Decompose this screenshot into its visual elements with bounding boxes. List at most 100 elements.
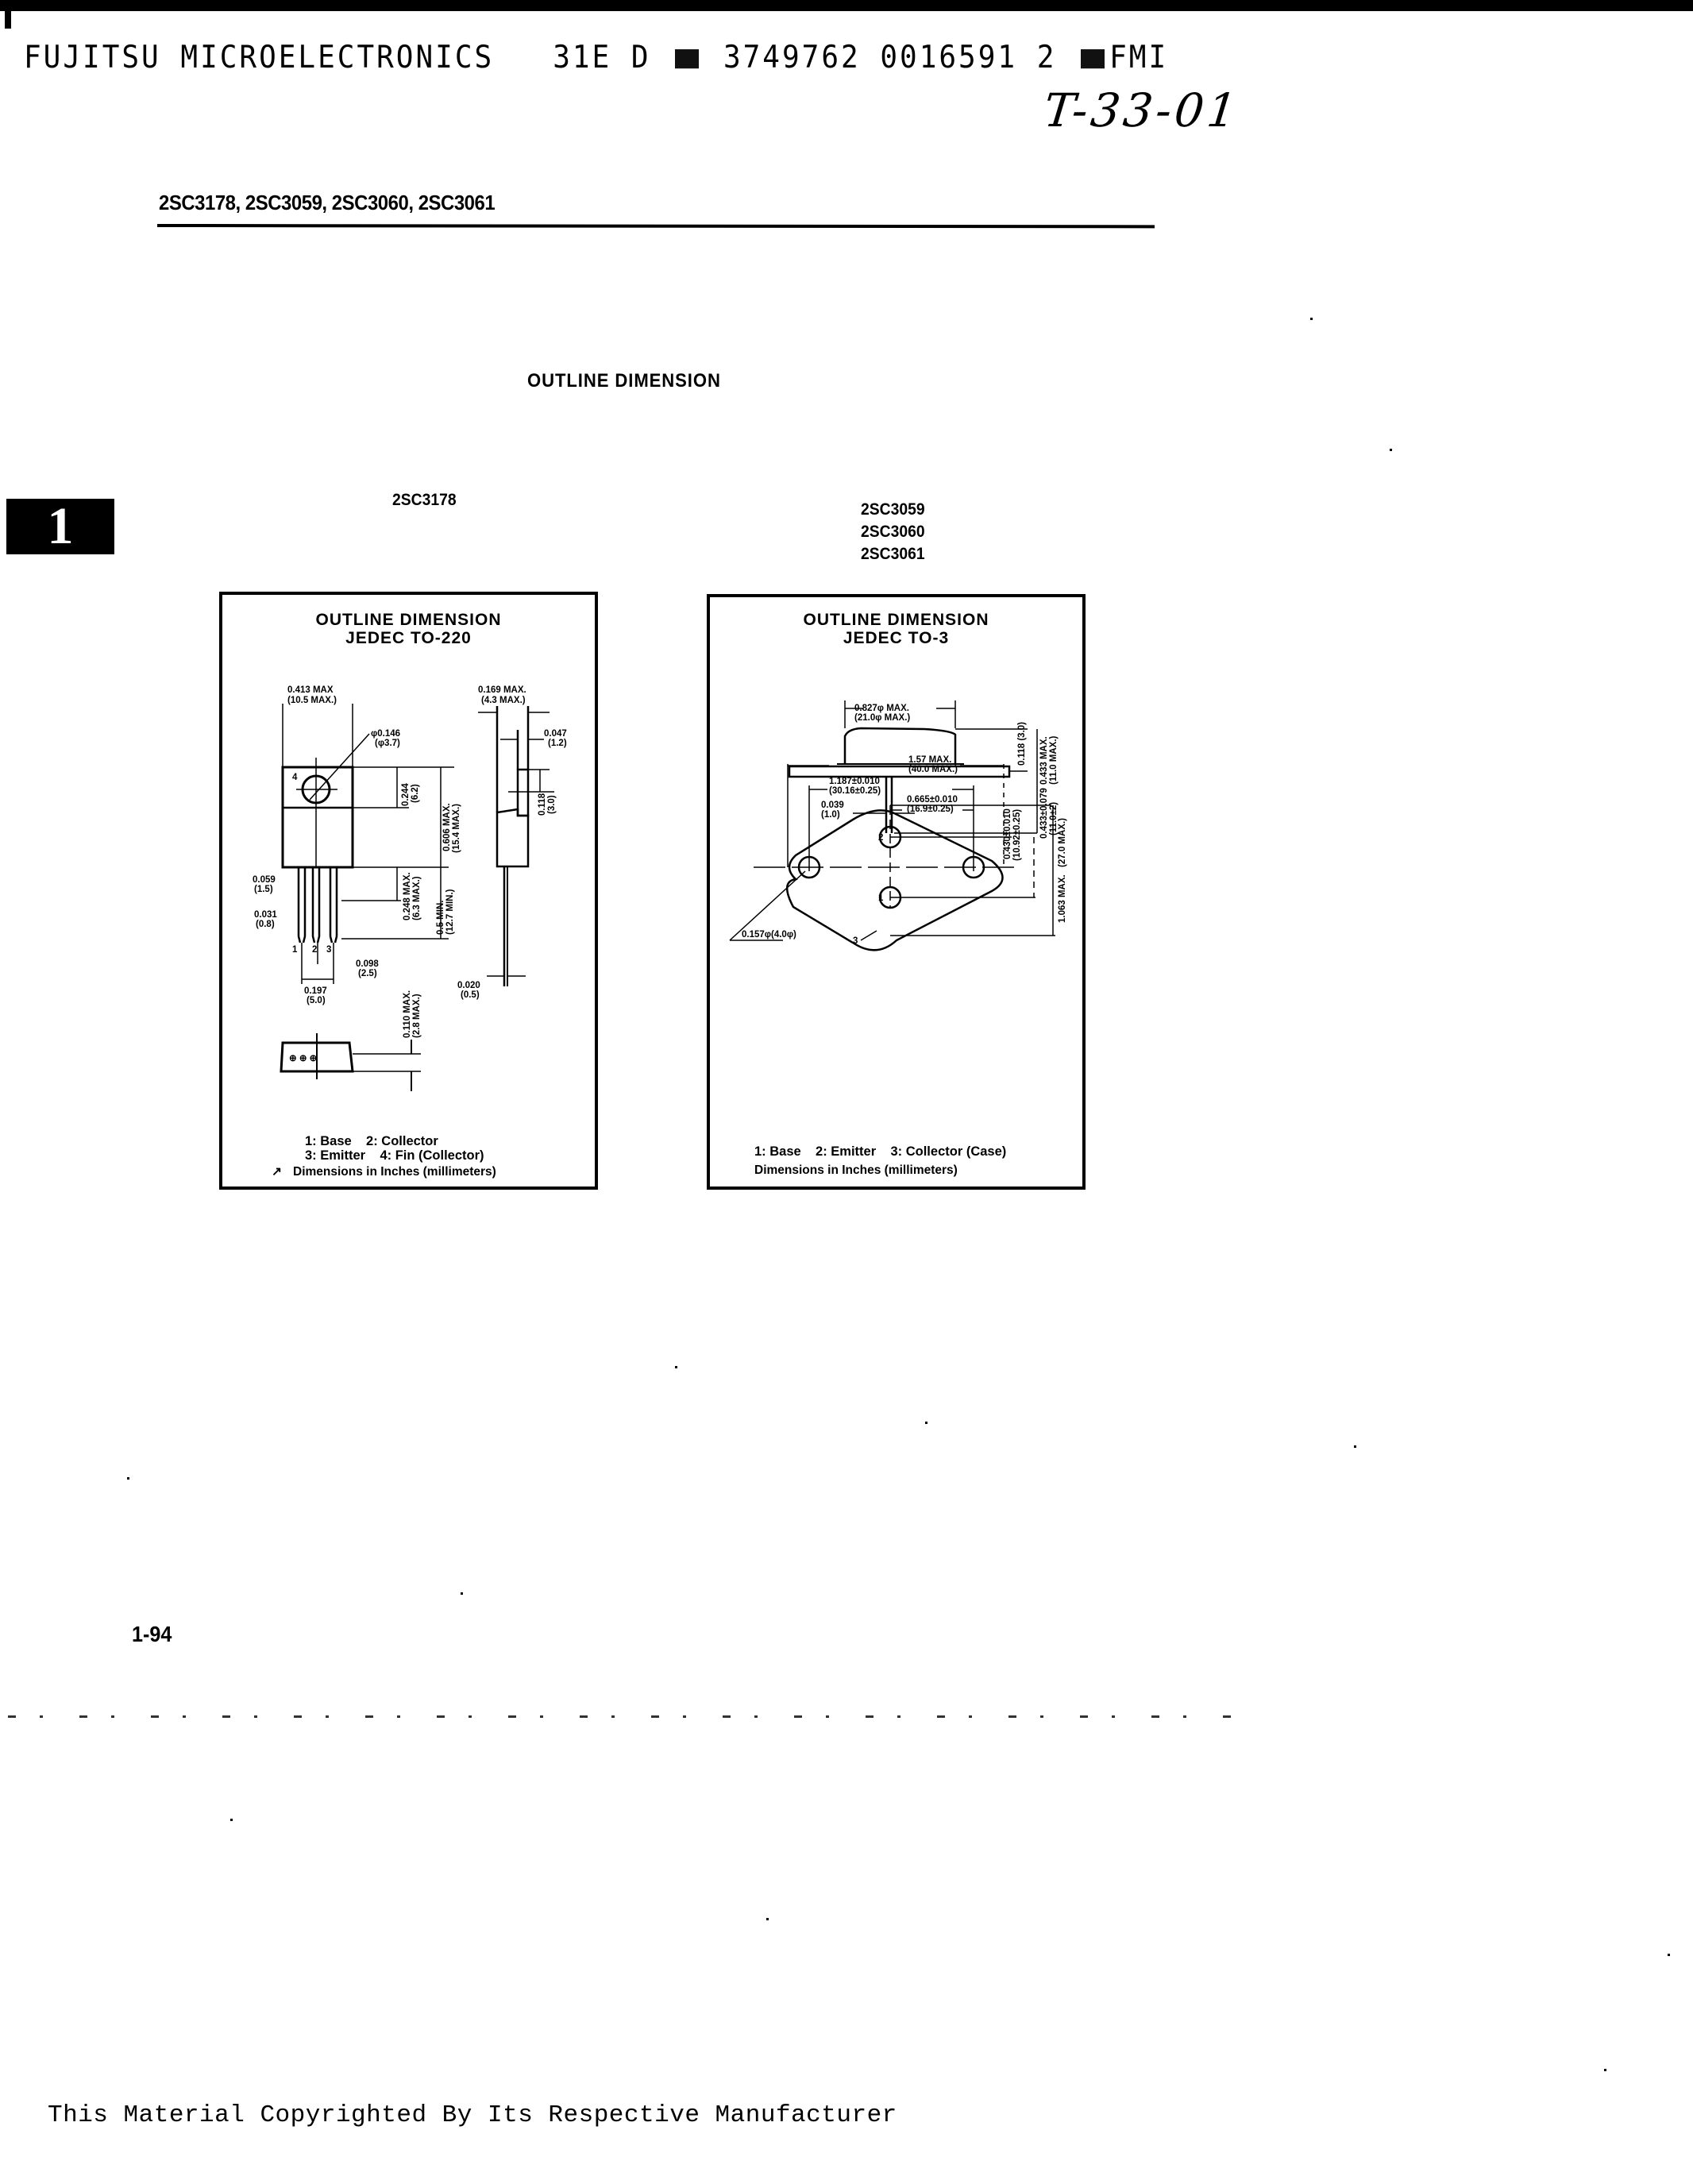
svg-text:(1.2): (1.2)	[548, 739, 567, 748]
scan-speck	[230, 1819, 233, 1821]
svg-text:(16.9±0.25): (16.9±0.25)	[907, 805, 954, 814]
pin-legend-line2: 3: Emitter 4: Fin (Collector)	[305, 1148, 484, 1163]
svg-text:0.827φ MAX.: 0.827φ MAX.	[854, 704, 909, 713]
svg-text:0.169 MAX.: 0.169 MAX.	[478, 685, 526, 695]
svg-text:3: 3	[853, 936, 858, 946]
to220-outline-panel: OUTLINE DIMENSION JEDEC TO-220	[219, 592, 598, 1190]
svg-text:3: 3	[326, 945, 331, 955]
svg-text:(10.5 MAX.): (10.5 MAX.)	[287, 696, 337, 705]
svg-text:0.118 (3.0): 0.118 (3.0)	[1017, 722, 1027, 766]
svg-text:1.063 MAX.: 1.063 MAX.	[1058, 874, 1067, 923]
svg-text:(30.16±0.25): (30.16±0.25)	[829, 786, 881, 796]
to3-drawing: 0.827φ MAX. (21.0φ MAX.) 0.118 (3.0) 0.4…	[729, 700, 1067, 951]
to3-outline-panel: OUTLINE DIMENSION JEDEC TO-3	[707, 594, 1086, 1190]
svg-text:0.047: 0.047	[544, 729, 567, 739]
svg-text:(11.0±2): (11.0±2)	[1049, 802, 1059, 835]
svg-text:0.031: 0.031	[254, 910, 277, 920]
svg-text:(4.3 MAX.): (4.3 MAX.)	[481, 696, 526, 705]
svg-text:0.197: 0.197	[304, 986, 327, 996]
svg-text:(11.0 MAX.): (11.0 MAX.)	[1049, 735, 1059, 785]
svg-text:0.059: 0.059	[253, 875, 276, 885]
svg-text:0.020: 0.020	[457, 981, 480, 990]
svg-text:0.157φ(4.0φ): 0.157φ(4.0φ)	[742, 930, 796, 940]
chapter-tab: 1	[6, 497, 114, 555]
svg-text:(3.0): (3.0)	[547, 795, 557, 814]
svg-text:2: 2	[878, 833, 883, 843]
svg-text:(2.5): (2.5)	[358, 969, 377, 978]
page-number: 1-94	[132, 1622, 172, 1646]
svg-text:(15.4 MAX.): (15.4 MAX.)	[452, 804, 461, 853]
to220-drawing: 0.413 MAX (10.5 MAX.) φ0.146 (φ3.7) 4 0.…	[253, 685, 567, 1091]
part-heading: 2SC3178, 2SC3059, 2SC3060, 2SC3061	[159, 191, 496, 214]
svg-text:φ0.146: φ0.146	[371, 729, 400, 739]
dim-width: 0.413 MAX	[287, 685, 334, 695]
arrow-icon: ↗	[272, 1165, 282, 1179]
handwritten-note: T-33-01	[1041, 83, 1243, 137]
svg-text:4: 4	[292, 773, 298, 782]
svg-text:(1.5): (1.5)	[254, 885, 273, 894]
panel-title: OUTLINE DIMENSION	[315, 611, 502, 629]
svg-text:1: 1	[878, 893, 884, 903]
svg-text:(φ3.7): (φ3.7)	[375, 739, 400, 748]
svg-text:(0.8): (0.8)	[256, 920, 275, 929]
svg-text:⊕ ⊕ ⊕: ⊕ ⊕ ⊕	[289, 1054, 318, 1063]
svg-text:(6.2): (6.2)	[411, 784, 420, 803]
header-code: 31E D	[553, 39, 651, 76]
svg-text:(27.0 MAX.): (27.0 MAX.)	[1058, 818, 1067, 867]
scan-speck	[127, 1477, 129, 1480]
barcode-block-icon	[1081, 49, 1105, 69]
svg-text:1: 1	[292, 945, 298, 955]
svg-text:0.433 MAX.: 0.433 MAX.	[1039, 736, 1049, 785]
scan-speck	[1390, 449, 1392, 451]
scan-top-border	[0, 0, 1693, 11]
scan-speck	[766, 1918, 769, 1920]
svg-text:0.039: 0.039	[821, 801, 844, 810]
model-label: 2SC3059	[861, 500, 925, 519]
svg-text:0.606 MAX.: 0.606 MAX.	[442, 803, 452, 851]
svg-text:0.098: 0.098	[356, 959, 379, 969]
svg-text:(2.8 MAX.): (2.8 MAX.)	[412, 994, 422, 1038]
pin-legend: 1: Base 2: Emitter 3: Collector (Case)	[754, 1144, 1007, 1159]
scan-artifact-line	[8, 1715, 1231, 1718]
svg-text:(0.5): (0.5)	[461, 990, 480, 1000]
svg-text:0.433±0.079: 0.433±0.079	[1039, 788, 1049, 839]
panel-subtitle: JEDEC TO-3	[843, 629, 950, 647]
model-label: 2SC3061	[861, 545, 925, 563]
pin-legend-line1: 1: Base 2: Collector	[305, 1134, 438, 1148]
svg-text:0.118: 0.118	[538, 793, 547, 816]
header-suffix: FMI	[1109, 39, 1169, 76]
svg-text:1.57 MAX.: 1.57 MAX.	[908, 755, 951, 765]
svg-text:0.110 MAX.: 0.110 MAX.	[403, 990, 412, 1038]
svg-text:(6.3 MAX.): (6.3 MAX.)	[412, 876, 422, 920]
scan-speck	[461, 1592, 463, 1595]
heading-rule	[156, 224, 1155, 229]
svg-text:(5.0): (5.0)	[307, 996, 326, 1005]
svg-text:(10.92±0.25): (10.92±0.25)	[1012, 809, 1022, 861]
svg-text:(40.0 MAX.): (40.0 MAX.)	[908, 765, 958, 774]
svg-text:0.665±0.010: 0.665±0.010	[907, 795, 958, 805]
svg-text:2: 2	[312, 945, 317, 955]
barcode-number: 3749762 0016591 2	[723, 39, 1057, 76]
svg-text:1.187±0.010: 1.187±0.010	[829, 777, 880, 786]
units-note: ↗Dimensions in Inches (millimeters)	[272, 1165, 496, 1179]
scan-speck	[1310, 318, 1313, 320]
model-label: 2SC3060	[861, 523, 925, 541]
svg-text:(21.0φ MAX.): (21.0φ MAX.)	[854, 713, 910, 723]
svg-text:0.5 MIN.: 0.5 MIN.	[436, 901, 445, 935]
barcode-block-icon	[675, 49, 700, 69]
panel-subtitle: JEDEC TO-220	[345, 629, 472, 647]
svg-text:0.430±0.010: 0.430±0.010	[1003, 808, 1012, 859]
scan-speck	[1354, 1445, 1356, 1448]
scan-speck	[925, 1422, 927, 1424]
company-name: FUJITSU MICROELECTRONICS	[24, 39, 495, 76]
copyright-footer: This Material Copyrighted By Its Respect…	[48, 2101, 897, 2129]
panel-title: OUTLINE DIMENSION	[803, 611, 989, 629]
svg-text:(12.7 MIN.): (12.7 MIN.)	[445, 889, 455, 935]
svg-text:0.248 MAX.: 0.248 MAX.	[403, 872, 412, 920]
units-note: Dimensions in Inches (millimeters)	[754, 1163, 958, 1177]
scan-header: FUJITSU MICROELECTRONICS 31E D 3749762 0…	[24, 40, 1168, 75]
section-title: OUTLINE DIMENSION	[527, 370, 721, 392]
svg-text:0.244: 0.244	[401, 783, 411, 806]
scan-speck	[1604, 2069, 1606, 2071]
scan-speck	[675, 1366, 677, 1368]
